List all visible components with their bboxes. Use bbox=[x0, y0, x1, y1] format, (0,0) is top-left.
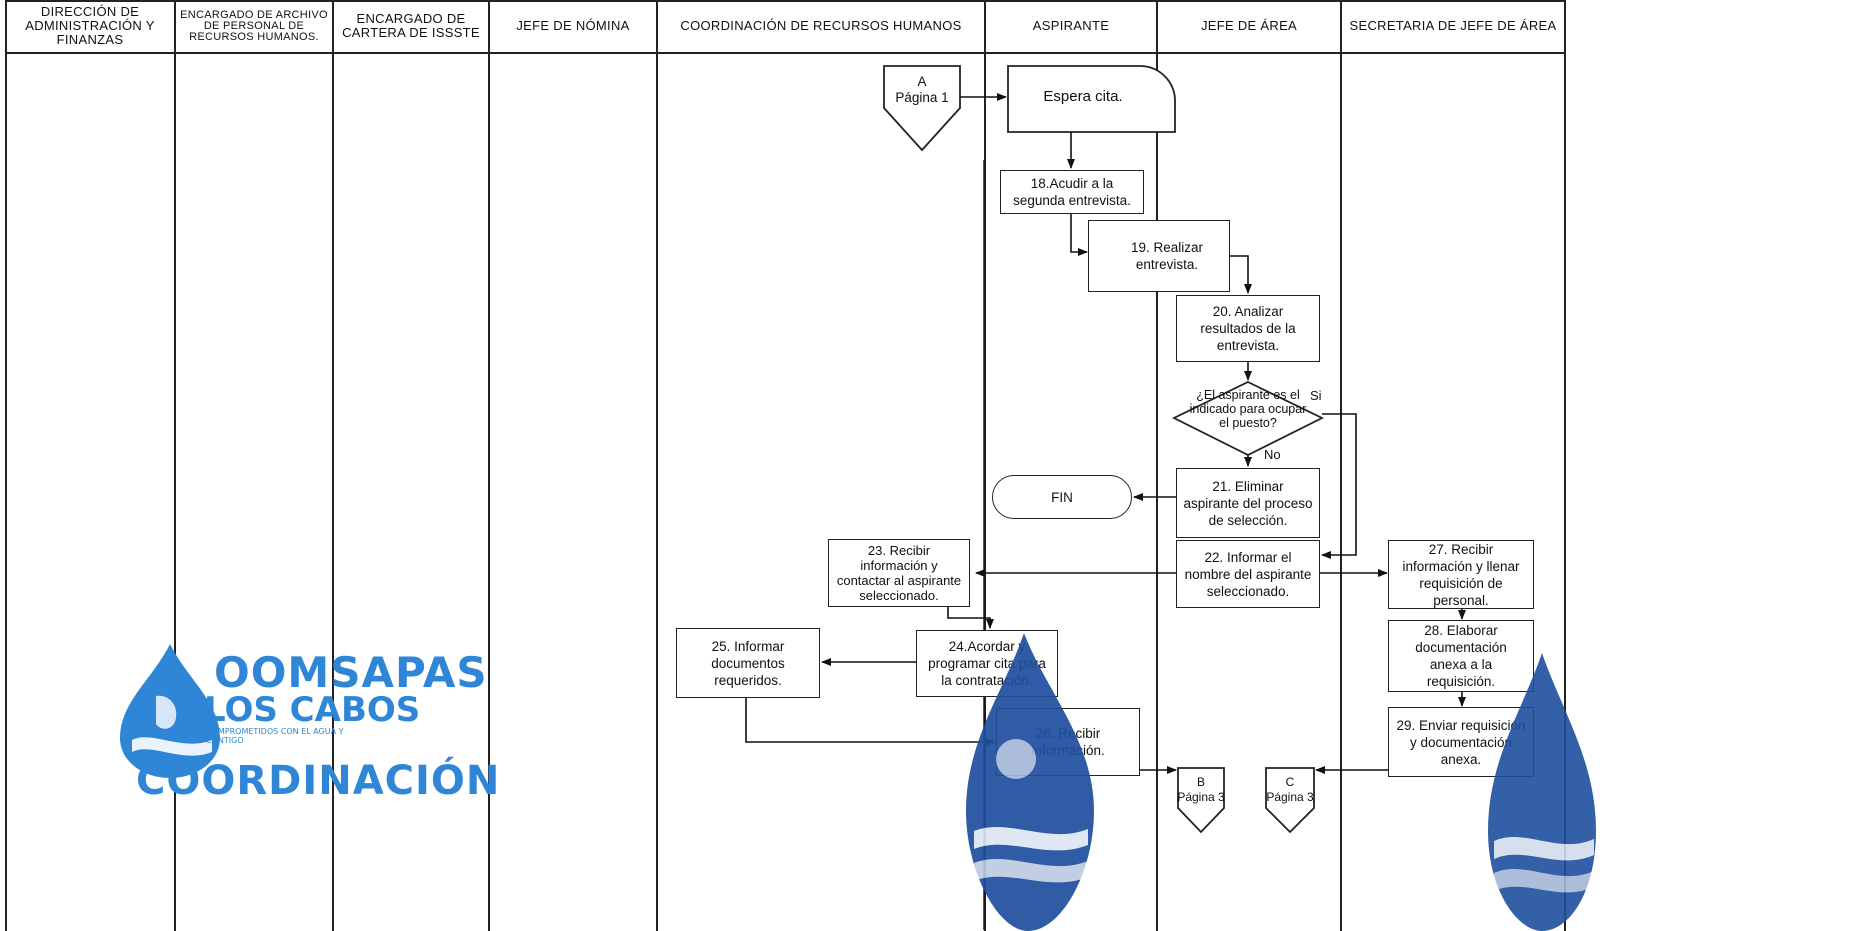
step-20: 20. Analizar resultados de la entrevista… bbox=[1176, 295, 1320, 362]
label-si: Si bbox=[1310, 388, 1322, 403]
connector-a-letter: A bbox=[917, 74, 927, 89]
lane-header-archivo: ENCARGADO DE ARCHIVO DE PERSONAL DE RECU… bbox=[180, 8, 328, 43]
top-rule bbox=[5, 0, 1566, 2]
water-drop-stamp-icon bbox=[1488, 653, 1596, 931]
lane-header-nomina: JEFE DE NÓMINA bbox=[516, 18, 630, 33]
lane-divider bbox=[174, 0, 176, 931]
offpage-connector-c bbox=[1265, 767, 1315, 834]
logo-place: LOS CABOS bbox=[204, 690, 421, 730]
connector-a-page: Página 1 bbox=[895, 90, 949, 105]
lane-header-direccion: DIRECCIÓN DE ADMINISTRACIÓN Y FINANZAS bbox=[25, 4, 155, 47]
connector-b-letter: B bbox=[1196, 775, 1205, 789]
lane-header-jefe-area: JEFE DE ÁREA bbox=[1200, 18, 1298, 33]
lane-divider bbox=[332, 0, 334, 931]
stamp-line-1: COORDINACIÓN bbox=[136, 758, 501, 804]
lane-divider bbox=[5, 0, 7, 931]
step-23: 23. Recibir información y contactar al a… bbox=[828, 539, 970, 607]
lane-header-aspirante: ASPIRANTE bbox=[1032, 18, 1110, 33]
connector-c-letter: C bbox=[1285, 775, 1295, 789]
offpage-connector-b bbox=[1177, 767, 1225, 834]
step-27: 27. Recibir información y llenar requisi… bbox=[1388, 540, 1534, 609]
terminator-fin: FIN bbox=[992, 475, 1132, 519]
label-no: No bbox=[1264, 447, 1281, 462]
delay-espera-cita bbox=[1007, 65, 1176, 133]
connector-c-page: Página 3 bbox=[1266, 790, 1314, 804]
lane-header-coordinacion: COORDINACIÓN DE RECURSOS HUMANOS bbox=[680, 18, 962, 33]
step-22: 22. Informar el nombre del aspirante sel… bbox=[1176, 540, 1320, 608]
lane-divider bbox=[1564, 0, 1566, 931]
lane-divider bbox=[1156, 0, 1158, 931]
lane-header-issste: ENCARGADO DE CARTERA DE ISSSTE bbox=[342, 11, 480, 40]
espera-cita-text: Espera cita. bbox=[1043, 88, 1123, 105]
lane-header-secretaria: SECRETARIA DE JEFE DE ÁREA bbox=[1349, 18, 1557, 33]
lane-divider bbox=[1340, 0, 1342, 931]
logo-name: OOMSAPAS bbox=[214, 648, 488, 697]
lane-divider bbox=[656, 0, 658, 931]
step-28: 28. Elaborar documentación anexa a la re… bbox=[1388, 620, 1534, 692]
water-drop-logo-icon bbox=[120, 644, 220, 778]
step-18: 18.Acudir a la segunda entrevista. bbox=[1000, 170, 1144, 214]
step-19: 19. Realizar entrevista. bbox=[1088, 220, 1230, 292]
offpage-connector-a bbox=[883, 65, 961, 152]
lane-divider bbox=[984, 0, 986, 931]
lane-divider bbox=[488, 0, 490, 931]
logo-tagline: COMPROMETIDOS CON EL AGUA Y CONTIGO bbox=[206, 727, 344, 745]
step-21: 21. Eliminar aspirante del proceso de se… bbox=[1176, 468, 1320, 538]
water-drop-stamp-icon bbox=[966, 633, 1094, 931]
step-25: 25. Informar documentos requeridos. bbox=[676, 628, 820, 698]
header-rule bbox=[5, 52, 1566, 54]
decision-text: ¿El aspirante es el indicado para ocupar… bbox=[1189, 388, 1307, 430]
connector-b-page: Página 3 bbox=[1177, 790, 1225, 804]
